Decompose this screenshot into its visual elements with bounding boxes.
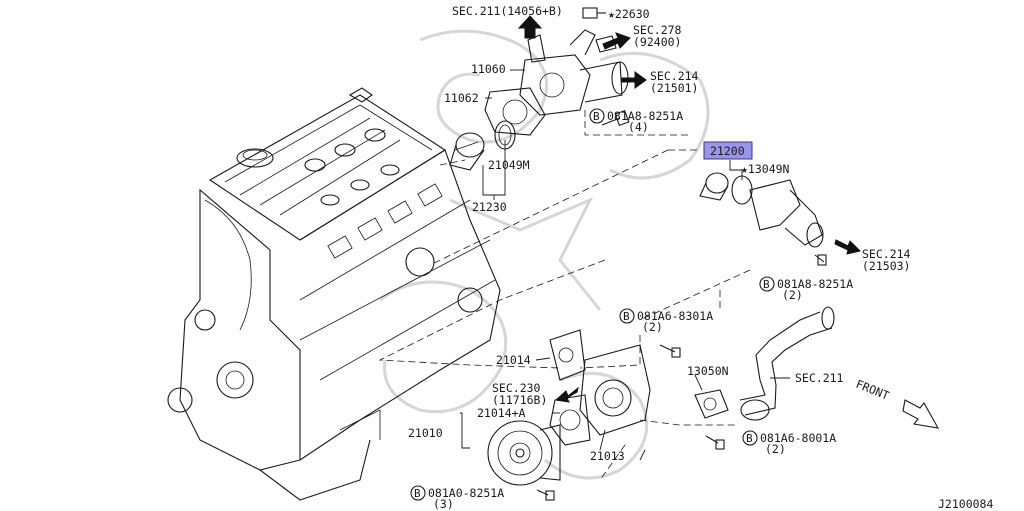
- reference-arrows: [517, 15, 861, 403]
- thermostat-housing-11060: [519, 29, 629, 116]
- water-outlet-21503: [749, 179, 827, 266]
- bolt-top: [601, 109, 630, 127]
- label-sec211-hose[interactable]: SEC.211: [795, 371, 844, 385]
- bolt-symbol-b-4: B: [746, 432, 753, 445]
- label-bolt-8301a-qty: (2): [642, 320, 663, 334]
- figure-id: J2100084: [938, 497, 993, 511]
- gasket-11062: [484, 87, 546, 136]
- label-bolt-8301a[interactable]: 081A6-8301A: [637, 309, 713, 323]
- bolt-symbol-b-1: B: [593, 110, 600, 123]
- sensor-92400: [595, 35, 617, 53]
- bolt-symbols: [410, 108, 775, 501]
- reference-lines: [378, 110, 751, 481]
- gasket-13050n: [694, 389, 729, 419]
- label-21230[interactable]: 21230: [472, 200, 507, 214]
- bolts-lower: [536, 344, 725, 501]
- label-sec211-top[interactable]: SEC.211(14056+B): [452, 4, 563, 18]
- thermostat-21230: [449, 132, 485, 171]
- label-21014[interactable]: 21014: [496, 353, 531, 367]
- label-sec214-b-ref[interactable]: (21503): [862, 259, 910, 273]
- label-21014a[interactable]: 21014+A: [477, 406, 526, 420]
- label-sec278-ref[interactable]: (92400): [633, 35, 681, 49]
- label-21013[interactable]: 21013: [590, 449, 625, 463]
- label-sec230-ref[interactable]: (11716B): [492, 393, 547, 407]
- label-11060[interactable]: 11060: [471, 62, 506, 76]
- engine-block: [167, 87, 501, 501]
- label-sec278[interactable]: SEC.278: [633, 23, 682, 37]
- label-bolt-8251a-mid-qty: (2): [782, 288, 803, 302]
- label-sec214-a-ref[interactable]: (21501): [650, 81, 698, 95]
- label-sec230[interactable]: SEC.230: [492, 381, 541, 395]
- bolt-symbol-b-3: B: [623, 310, 630, 323]
- label-sec214-a[interactable]: SEC.214: [650, 69, 699, 83]
- thermostat-21200: [699, 172, 753, 205]
- gasket-21014a: [549, 394, 591, 446]
- label-bolt-8251a-top-qty: (4): [628, 120, 649, 134]
- label-bolt-8251a-top[interactable]: 081A8-8251A: [607, 109, 683, 123]
- water-pump-21010: [487, 420, 561, 486]
- label-bolt-8001a-qty: (2): [765, 442, 786, 456]
- leader-lines: [460, 69, 790, 461]
- pump-body-21013: [579, 344, 651, 436]
- gasket-21014: [549, 329, 586, 381]
- label-13049n[interactable]: ★13049N: [741, 162, 790, 176]
- label-bolt-a0-8251a[interactable]: 081A0-8251A: [428, 486, 504, 500]
- label-21049m[interactable]: 21049M: [488, 158, 530, 172]
- label-22630[interactable]: ★22630: [608, 7, 650, 21]
- label-13050n[interactable]: 13050N: [687, 364, 729, 378]
- label-21200[interactable]: 21200: [710, 144, 745, 158]
- label-bolt-8001a[interactable]: 081A6-8001A: [760, 431, 836, 445]
- watermark-logo: [379, 29, 710, 480]
- water-hose-pipe-sec211: [739, 306, 835, 421]
- label-11062[interactable]: 11062: [444, 91, 479, 105]
- bolt-symbol-b-5: B: [414, 487, 421, 500]
- label-front: FRONT: [854, 377, 891, 403]
- label-bolt-a0-8251a-qty: (3): [433, 497, 454, 511]
- highlight-21200: [703, 141, 753, 160]
- front-direction-arrow: [902, 399, 940, 429]
- label-sec214-b[interactable]: SEC.214: [862, 247, 911, 261]
- bolt-symbol-b-2: B: [763, 278, 770, 291]
- labels: SEC.211(14056+B) ★22630 SEC.278 (92400) …: [408, 4, 993, 511]
- sensor-22630: [582, 7, 606, 19]
- label-bolt-8251a-mid[interactable]: 081A8-8251A: [777, 277, 853, 291]
- label-21010[interactable]: 21010: [408, 426, 443, 440]
